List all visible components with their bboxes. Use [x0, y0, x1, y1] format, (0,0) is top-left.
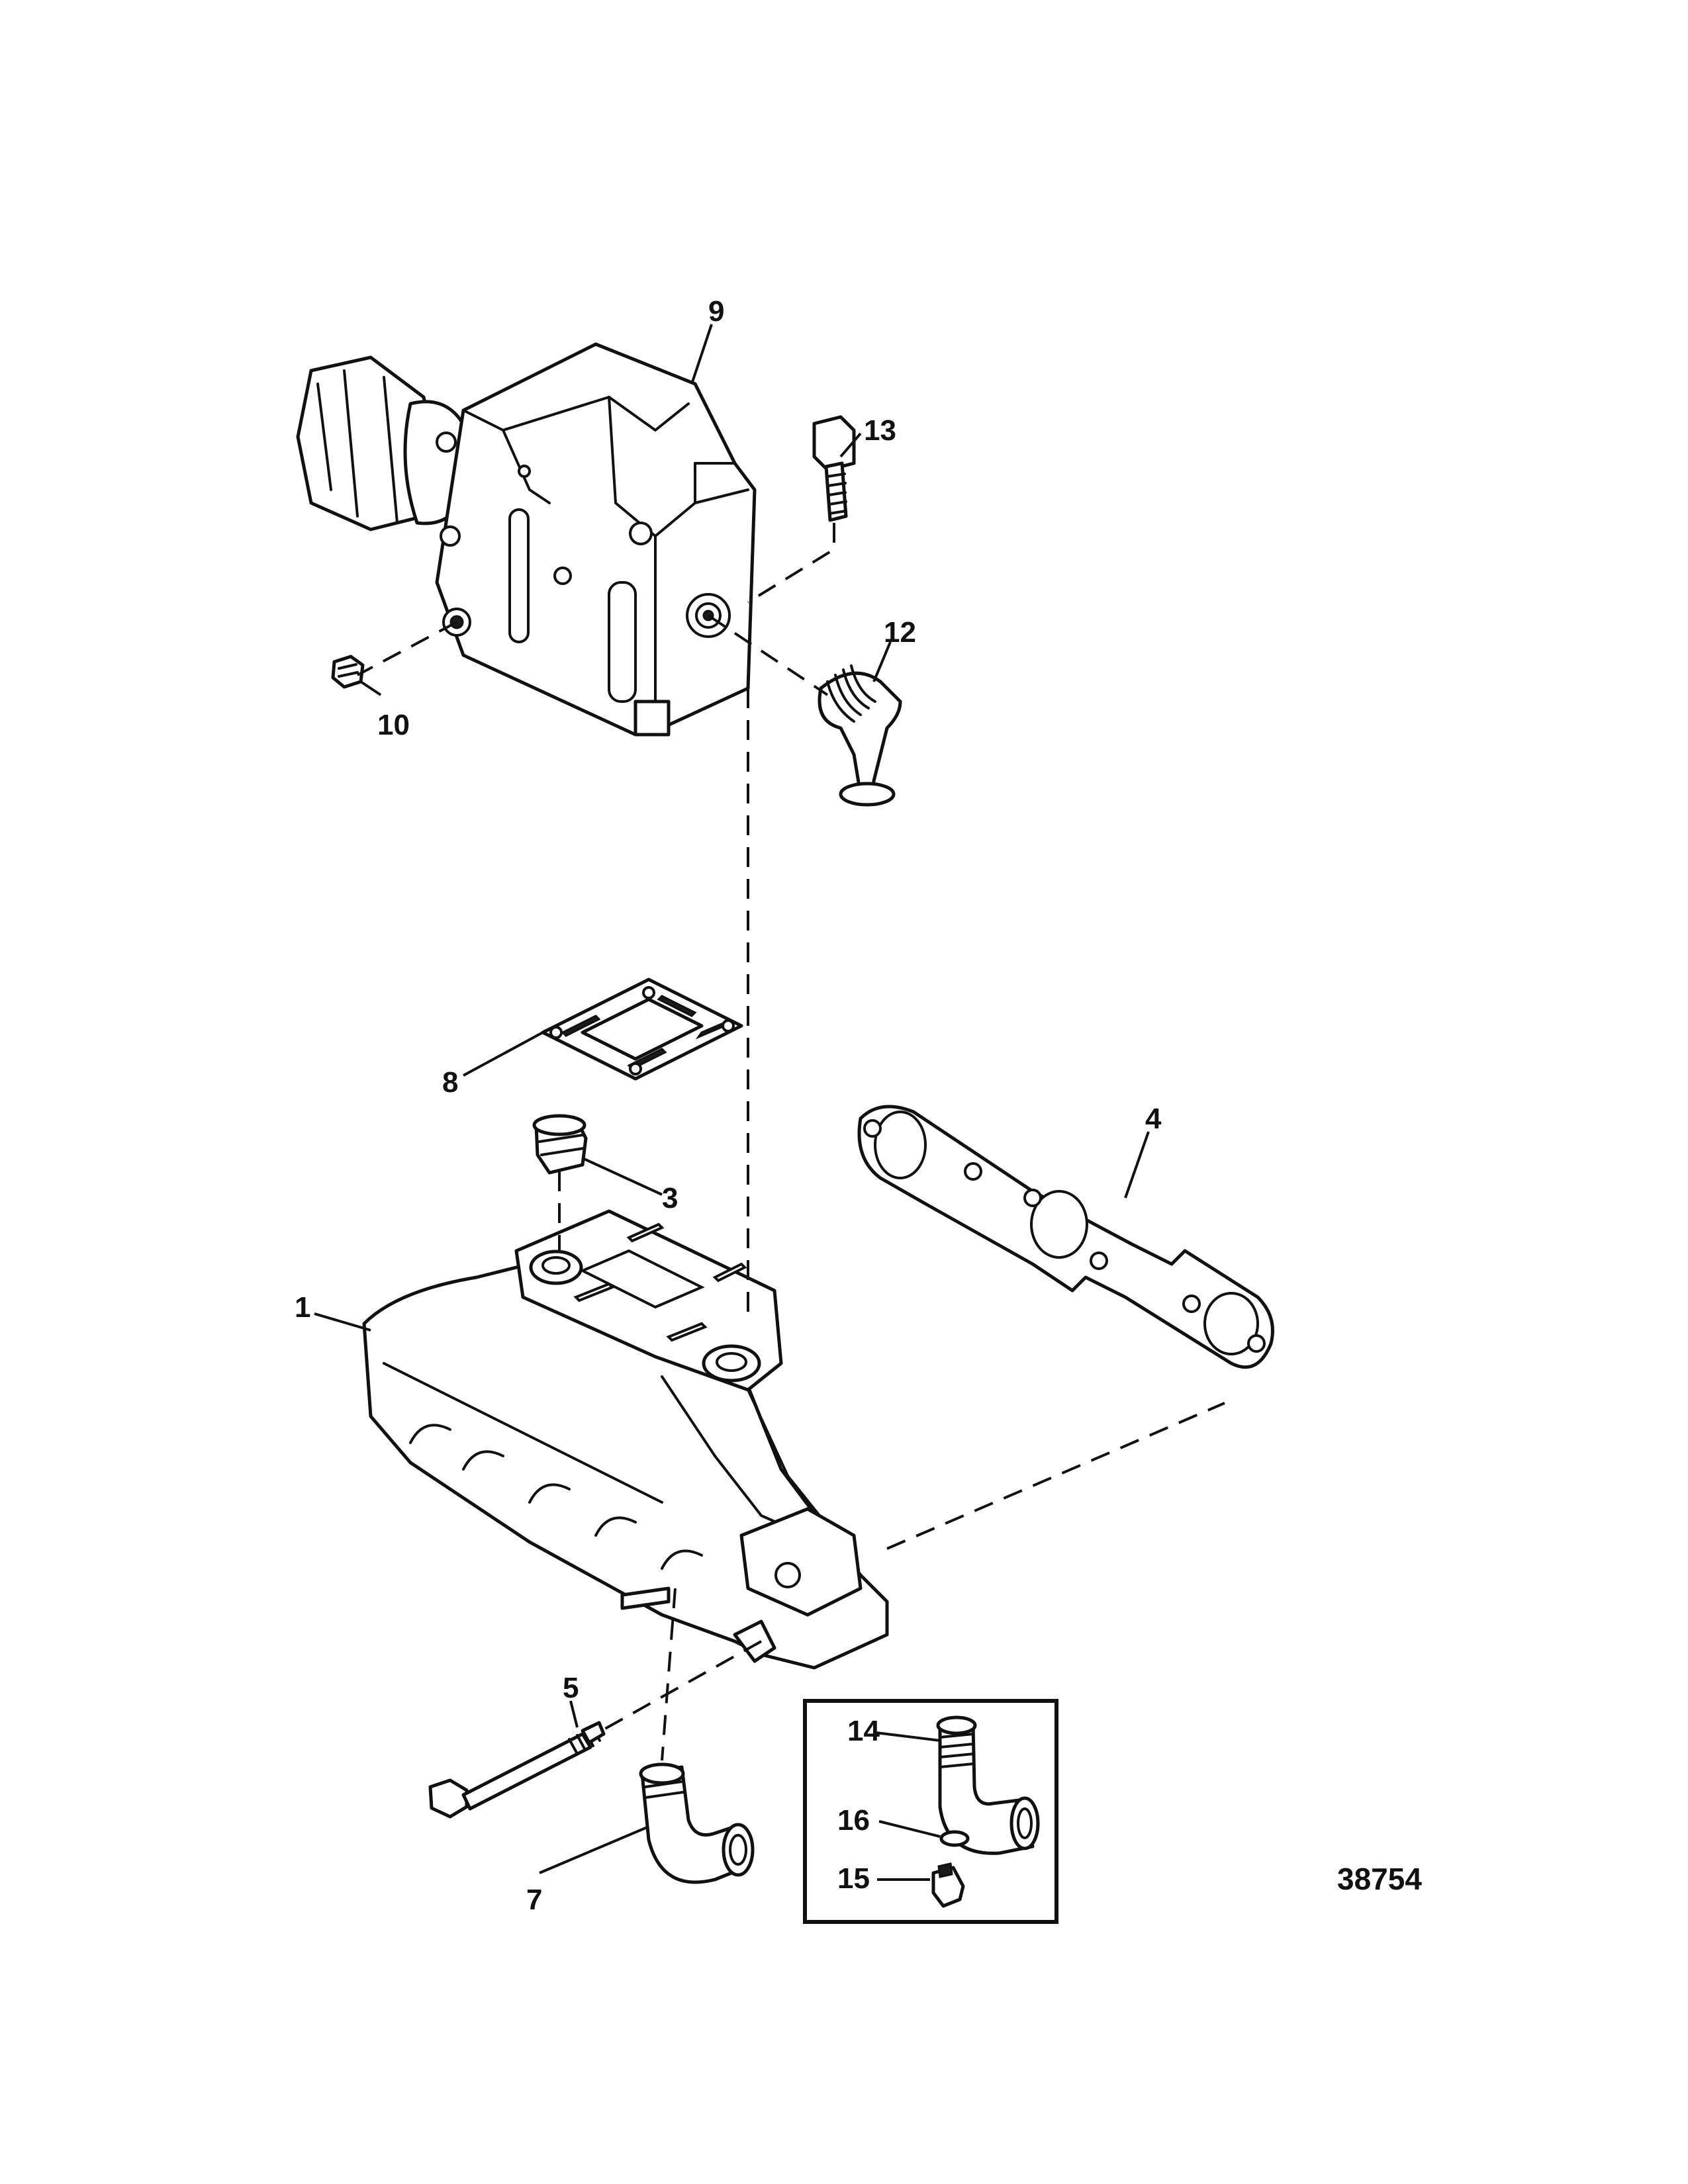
- drain-elbow-part-7: [639, 1762, 755, 1884]
- callout-15: 15: [837, 1862, 870, 1895]
- o-ring-part-16: [939, 1830, 970, 1847]
- plug-part-10: [331, 655, 365, 689]
- callout-9: 9: [708, 295, 724, 328]
- callout-5: 5: [563, 1672, 579, 1704]
- plug-part-3: [532, 1114, 588, 1175]
- callout-3: 3: [662, 1182, 678, 1214]
- callout-1: 1: [295, 1291, 310, 1324]
- callout-14: 14: [847, 1715, 880, 1747]
- callout-8: 8: [442, 1066, 458, 1099]
- callout-12: 12: [884, 616, 916, 649]
- bolt-part-13: [812, 415, 856, 522]
- figure-number: 38754: [1337, 1862, 1422, 1896]
- manifold-gasket-part-4: [857, 1105, 1274, 1369]
- callout-labels: 9 13 10 12 8 3 4 1 5 7 14 16 15 38754: [295, 295, 1422, 1916]
- assembly-lines: [357, 523, 1225, 1761]
- callout-7: 7: [526, 1884, 542, 1916]
- valve-part-15: [931, 1862, 965, 1908]
- exhaust-manifold-part-1: [362, 1209, 889, 1670]
- elbow-part-9: [296, 342, 757, 737]
- callout-4: 4: [1145, 1103, 1162, 1135]
- fitting-part-14: [936, 1715, 1040, 1855]
- callout-13: 13: [864, 414, 896, 447]
- inset-detail-box: [803, 1699, 1058, 1924]
- long-bolt-part-5: [428, 1721, 606, 1819]
- leader-lines: [314, 324, 1150, 1881]
- gasket-part-8: [541, 978, 743, 1081]
- callout-16: 16: [837, 1804, 870, 1837]
- hose-fitting-part-12: [818, 664, 902, 807]
- callout-10: 10: [377, 709, 410, 741]
